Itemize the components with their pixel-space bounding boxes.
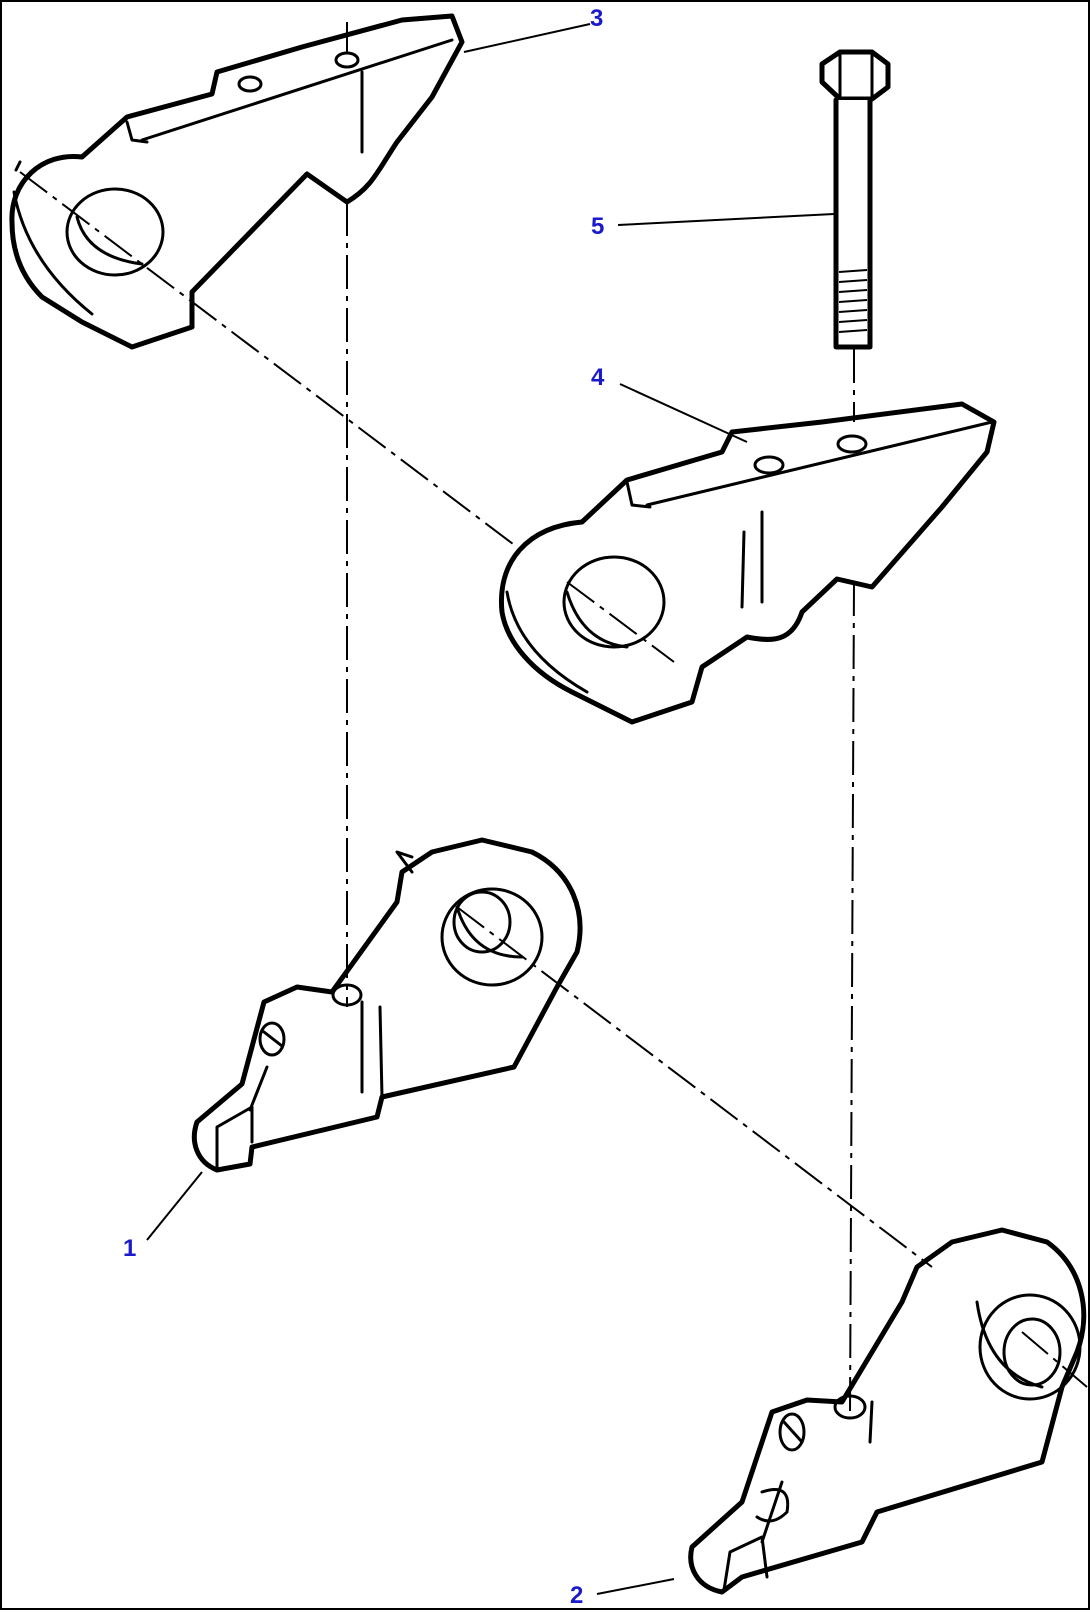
- part-3-bracket: [9, 13, 465, 350]
- part-2-link: [688, 1227, 1087, 1595]
- callout-labels: 3 5 4 1 2: [123, 5, 605, 1609]
- callout-2: 2: [570, 1582, 583, 1609]
- alignment-axes: [19, 22, 1088, 1413]
- axis-right-vertical-lower: [849, 581, 855, 1413]
- leader-2: [596, 1578, 675, 1595]
- leader-lines: [146, 23, 835, 1595]
- bolt-thread-lines: [838, 269, 868, 333]
- leader-4: [619, 383, 748, 443]
- leader-5: [617, 213, 835, 226]
- axis-bore-middle: [566, 581, 675, 663]
- axis-bore-upper: [19, 171, 518, 548]
- callout-3: 3: [590, 5, 603, 32]
- leader-1: [146, 1171, 203, 1241]
- callout-4: 4: [591, 364, 605, 391]
- part-4-bracket: [498, 401, 997, 725]
- part-1-link: [191, 837, 583, 1173]
- callout-5: 5: [591, 213, 604, 240]
- part-5-bolt: [819, 49, 891, 350]
- leader-3: [463, 23, 591, 53]
- axis-bore-lower: [456, 906, 933, 1268]
- axis-bore-end: [1021, 1331, 1088, 1388]
- callout-1: 1: [123, 1235, 136, 1262]
